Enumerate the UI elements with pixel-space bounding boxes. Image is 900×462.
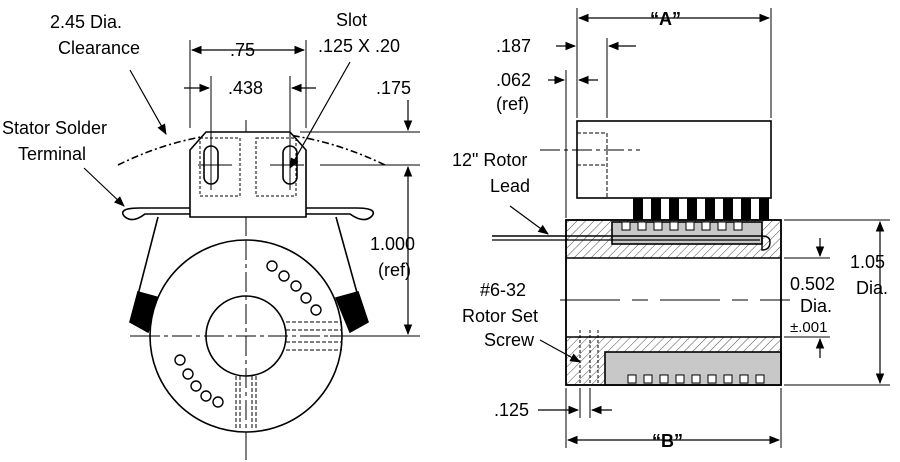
od-label-line1: 1.05 — [850, 252, 885, 272]
dim-slot-spacing-label: .438 — [228, 78, 263, 98]
slot-label-line1: Slot — [336, 10, 367, 30]
left-view — [83, 40, 420, 460]
bore-label-line1: 0.502 — [790, 274, 835, 294]
clearance-label-line2: Clearance — [58, 38, 140, 58]
bore-label-line3: ±.001 — [790, 319, 827, 336]
terminal-pad-right — [334, 291, 369, 334]
top-winding-slots — [621, 221, 743, 231]
terminal-label-line1: Stator Solder — [2, 118, 107, 138]
dim-height-label-line2: (ref) — [378, 260, 411, 280]
set-screw-channel-vertical — [235, 376, 257, 430]
terminal-label-line2: Terminal — [18, 144, 86, 164]
dim-125-label: .125 — [494, 400, 529, 420]
dim-b-label: “B” — [652, 431, 683, 451]
stator-solder-terminal-right — [306, 207, 375, 221]
dim-top-offset-label: .175 — [376, 78, 411, 98]
dim-height-label-line1: 1.000 — [370, 234, 415, 254]
set-screw-channel-horizontal — [286, 321, 342, 351]
screw-label-line1: #6-32 — [480, 280, 526, 300]
screw-label-line2: Rotor Set — [462, 306, 538, 326]
dim-062-label-line1: .062 — [496, 70, 531, 90]
rotor-lead — [492, 232, 771, 251]
dim-a-label: “A” — [650, 9, 681, 29]
od-label-line2: Dia. — [856, 278, 888, 298]
dim-062-label-line2: (ref) — [496, 94, 529, 114]
terminal-pins — [633, 198, 769, 220]
dim-width-label: .75 — [230, 40, 255, 60]
slot-label-line2: .125 X .20 — [318, 36, 400, 56]
left-labels: 2.45 Dia. Clearance Slot .125 X .20 .75 … — [2, 10, 415, 280]
dim-187-label: .187 — [496, 36, 531, 56]
right-labels: “A” .187 .062 (ref) 12" Rotor Lead 0.502… — [452, 9, 888, 451]
stator-solder-terminal-left — [121, 207, 190, 221]
bottom-winding-slots — [627, 374, 765, 384]
terminal-block — [576, 120, 772, 199]
lead-label-line2: Lead — [490, 176, 530, 196]
terminal-pad-left — [129, 291, 162, 334]
bore-label-line2: Dia. — [800, 296, 832, 316]
lead-label-line1: 12" Rotor — [452, 150, 527, 170]
mounting-block — [189, 131, 307, 218]
screw-label-line3: Screw — [484, 330, 535, 350]
winding-holes — [174, 260, 322, 408]
right-view — [492, 8, 890, 448]
clearance-label-line1: 2.45 Dia. — [50, 12, 122, 32]
